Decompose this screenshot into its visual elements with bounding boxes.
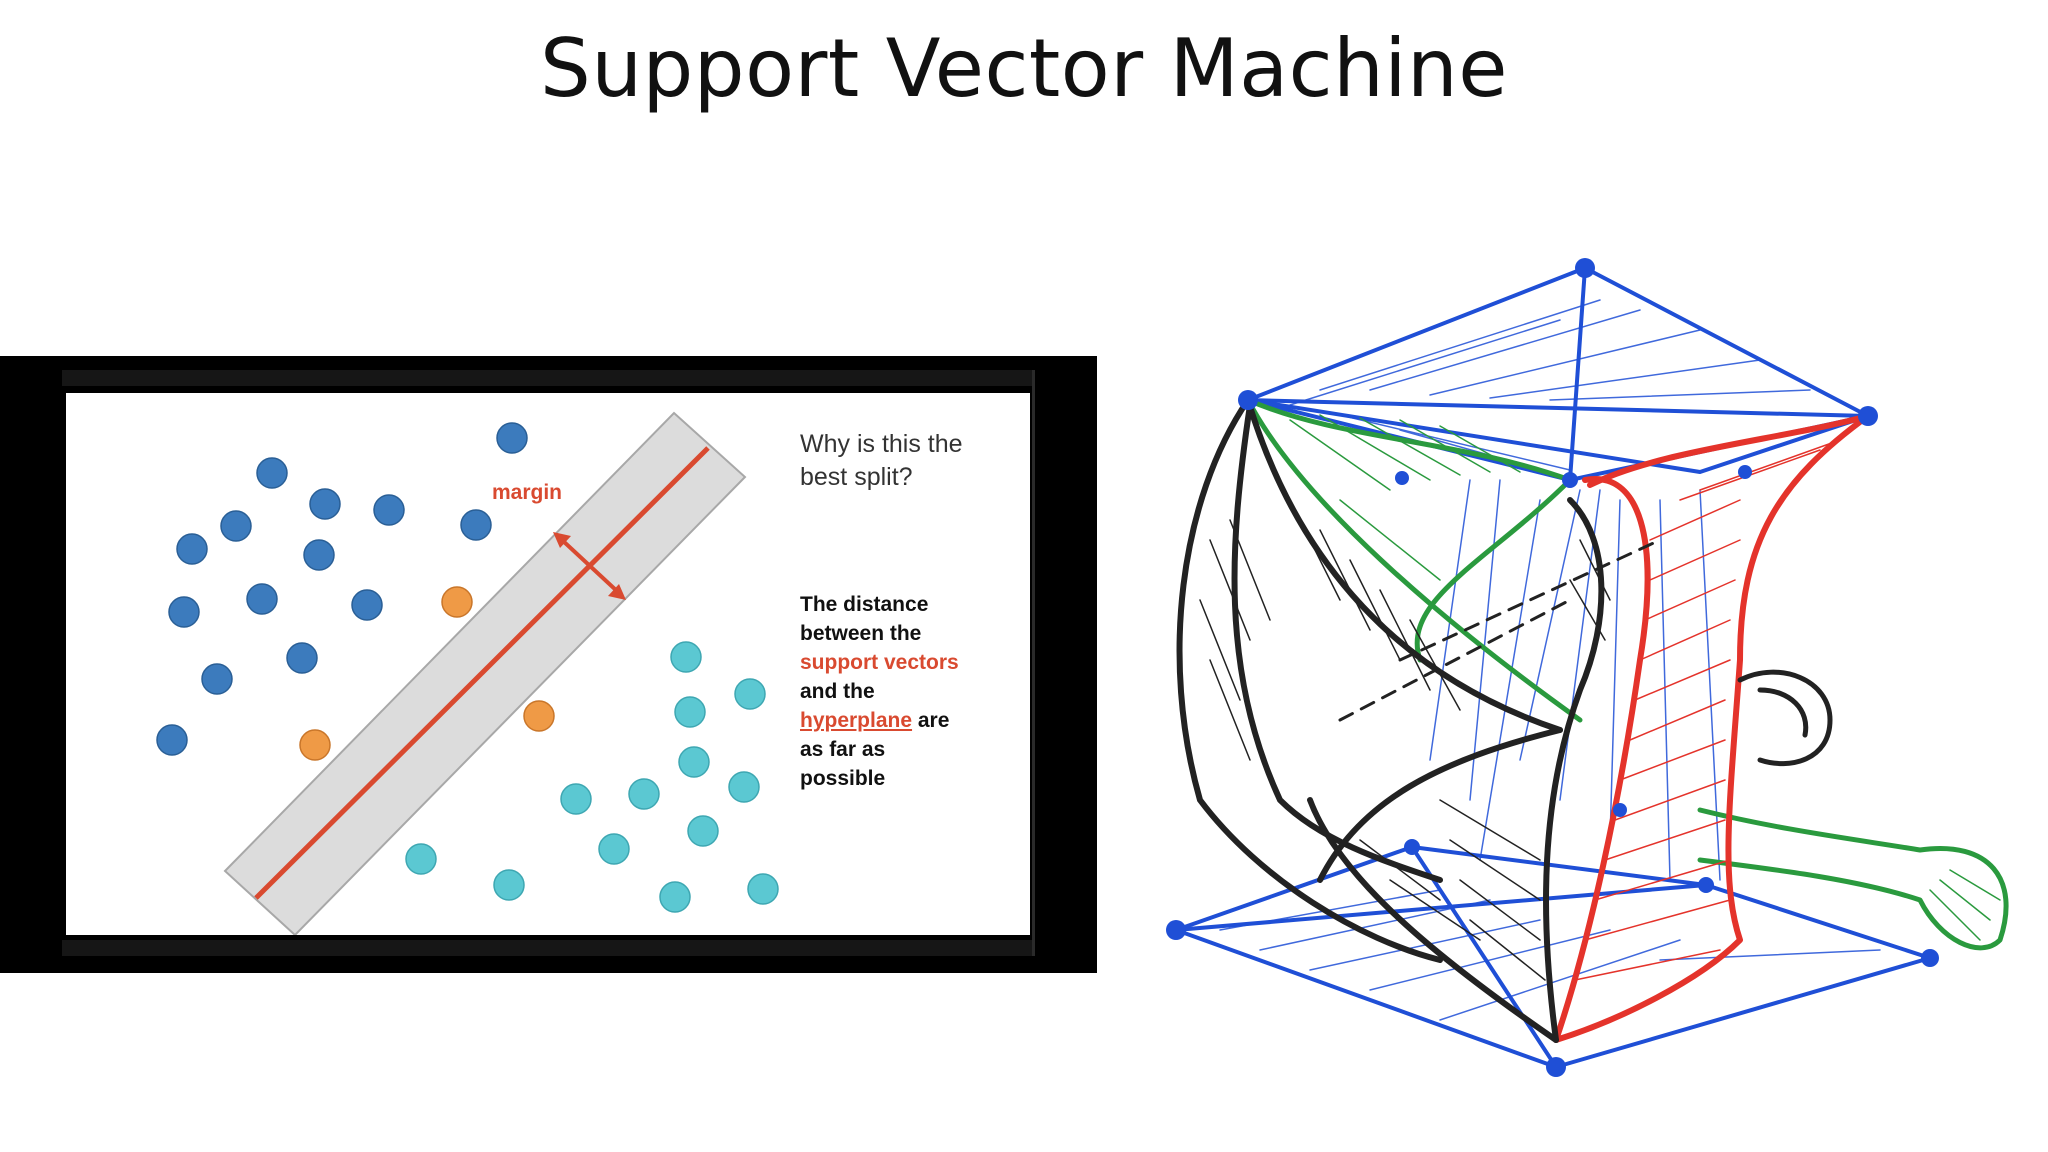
explanation-line: The distance [800,593,929,616]
vertex-point [1613,803,1627,817]
data-point [659,881,691,913]
slide-title: Support Vector Machine [540,22,1508,115]
data-point [201,663,233,695]
green-bottom-hatching [1929,869,2001,941]
vertex-point [1921,949,1939,967]
class-b-points [405,641,779,913]
data-point [674,696,706,728]
frame-edge [1032,370,1035,956]
explanation-text: The distance between the support vectors… [800,590,1020,793]
data-point [598,833,630,865]
black-surface [1176,397,1605,1043]
vertex-point [1395,471,1409,485]
hyperplane-term: hyperplane [800,709,913,732]
support-vector-point [441,586,473,618]
vertex-point [1238,390,1258,410]
data-point [496,422,528,454]
black-knob [1737,669,1833,767]
blue-top-edges [1246,266,1870,482]
explanation-line: possible [800,767,886,790]
svm-illustration: margin Why is this the best split? The d… [66,393,1030,935]
svm-plot [156,411,779,935]
letterbox-bottom [62,940,1032,956]
explanation-line: as far as [800,738,886,761]
explanation-line: and the [800,680,875,703]
data-point [460,509,492,541]
data-point [728,771,760,803]
red-surface [1553,413,1871,1043]
data-point [309,488,341,520]
data-point [678,746,710,778]
question-text: Why is this the best split? [800,428,1020,494]
data-point [734,678,766,710]
data-point [286,642,318,674]
question-line: Why is this the [800,430,963,458]
vertex-point [1698,877,1714,893]
support-vectors [299,586,555,761]
data-point [303,539,335,571]
letterbox-top [62,370,1032,386]
data-point [246,583,278,615]
data-point [493,869,525,901]
explanation-fragment: are [912,709,950,732]
data-point [747,873,779,905]
support-vector-point [523,700,555,732]
data-point [176,533,208,565]
question-line: best split? [800,463,913,491]
green-surface-bottom [1697,807,2009,951]
class-a-points [156,422,528,756]
vertex-point [1404,839,1420,855]
data-point [168,596,200,628]
support-vectors-term: support vectors [800,651,959,674]
data-point [373,494,405,526]
dashed-edges [1338,538,1662,722]
black-hatching [1199,499,1611,981]
data-point [220,510,252,542]
vertex-point [1546,1057,1566,1077]
data-point [156,724,188,756]
explanation-line: between the [800,622,922,645]
data-point [628,778,660,810]
data-point [670,641,702,673]
margin-label: margin [492,481,563,504]
data-point [351,589,383,621]
vertex-point [1858,406,1878,426]
support-vector-point [299,729,331,761]
hyperplane-line [254,446,710,900]
vertex-point [1166,920,1186,940]
vertex-point [1562,472,1578,488]
hand-drawn-surface-sketch [1166,258,2009,1077]
vertex-points [1166,258,1939,1077]
vertex-point [1575,258,1595,278]
data-point [687,815,719,847]
data-point [560,783,592,815]
vertex-point [1738,465,1752,479]
data-point [256,457,288,489]
explanation-line: hyperplane are [800,706,1020,735]
green-hatching [1289,414,1521,581]
red-hatching [1574,439,1841,981]
data-point [405,843,437,875]
margin-arrow [553,532,626,600]
